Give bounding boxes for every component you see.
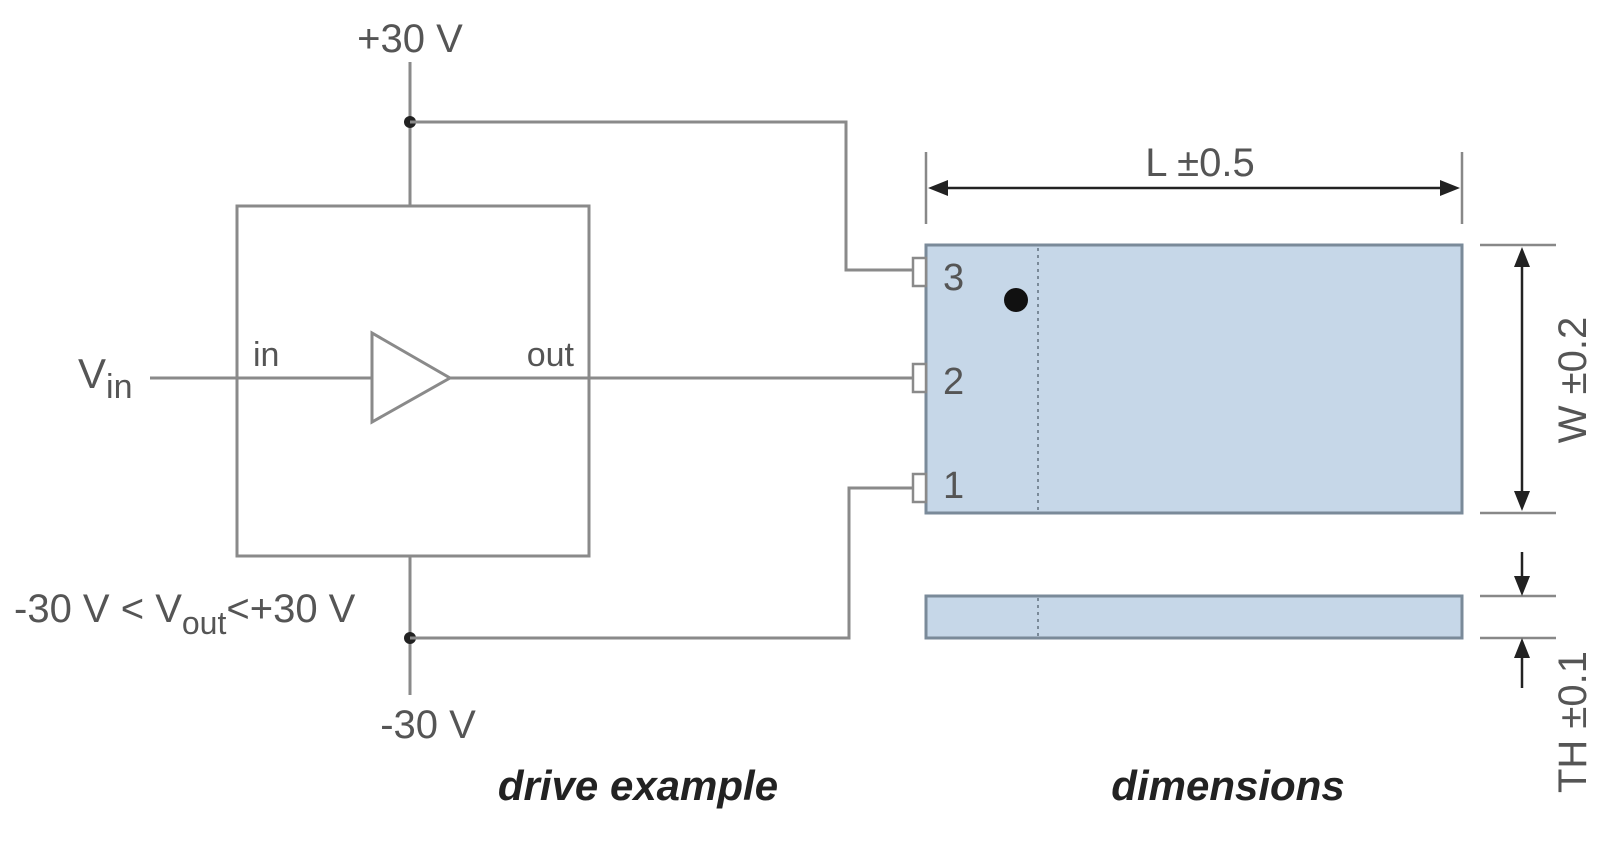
orientation-dot — [1004, 288, 1028, 312]
pin-1-label: 1 — [943, 465, 964, 507]
width-label: W ±0.2 — [1551, 317, 1595, 443]
output-port-label: out — [527, 336, 575, 374]
thickness-label: TH ±0.1 — [1551, 651, 1595, 793]
width-arrow-bottom-icon — [1514, 491, 1530, 511]
input-voltage-subscript: in — [106, 368, 132, 406]
length-arrow-right-icon — [1440, 180, 1460, 196]
input-voltage-main: V — [78, 350, 106, 397]
drive-example: +30 V in out Vin -30 V -30 V < Vout<+30 … — [14, 17, 913, 809]
output-range-prefix: -30 V < V — [14, 587, 182, 631]
output-range-label: -30 V < Vout<+30 V — [14, 587, 356, 641]
negative-supply-label: -30 V — [380, 703, 476, 747]
drive-example-caption: drive example — [498, 762, 778, 809]
dimensions: L ±0.5 3 2 1 W ±0.2 TH ±0.1 dimensions — [911, 141, 1595, 809]
dimensions-caption: dimensions — [1111, 762, 1344, 809]
width-arrow-top-icon — [1514, 247, 1530, 267]
wire-to-pin-3 — [410, 120, 913, 272]
length-arrow-left-icon — [928, 180, 948, 196]
pin-1-terminal — [911, 472, 928, 504]
input-port-label: in — [253, 336, 279, 374]
positive-supply-label: +30 V — [357, 17, 463, 61]
pin-2-terminal — [911, 362, 928, 394]
plate-top-view — [924, 243, 1464, 515]
pin-2-label: 2 — [943, 361, 964, 403]
length-label: L ±0.5 — [1145, 141, 1254, 185]
pin-3-terminal — [911, 256, 928, 288]
output-range-suffix: <+30 V — [226, 587, 355, 631]
thickness-arrow-bottom-icon — [1514, 638, 1530, 658]
plate-side-view — [924, 594, 1464, 640]
output-range-subscript: out — [182, 605, 227, 641]
pin-3-label: 3 — [943, 257, 964, 299]
input-voltage-label: Vin — [78, 350, 132, 406]
wire-to-pin-1 — [410, 486, 913, 640]
thickness-arrow-top-icon — [1514, 576, 1530, 596]
